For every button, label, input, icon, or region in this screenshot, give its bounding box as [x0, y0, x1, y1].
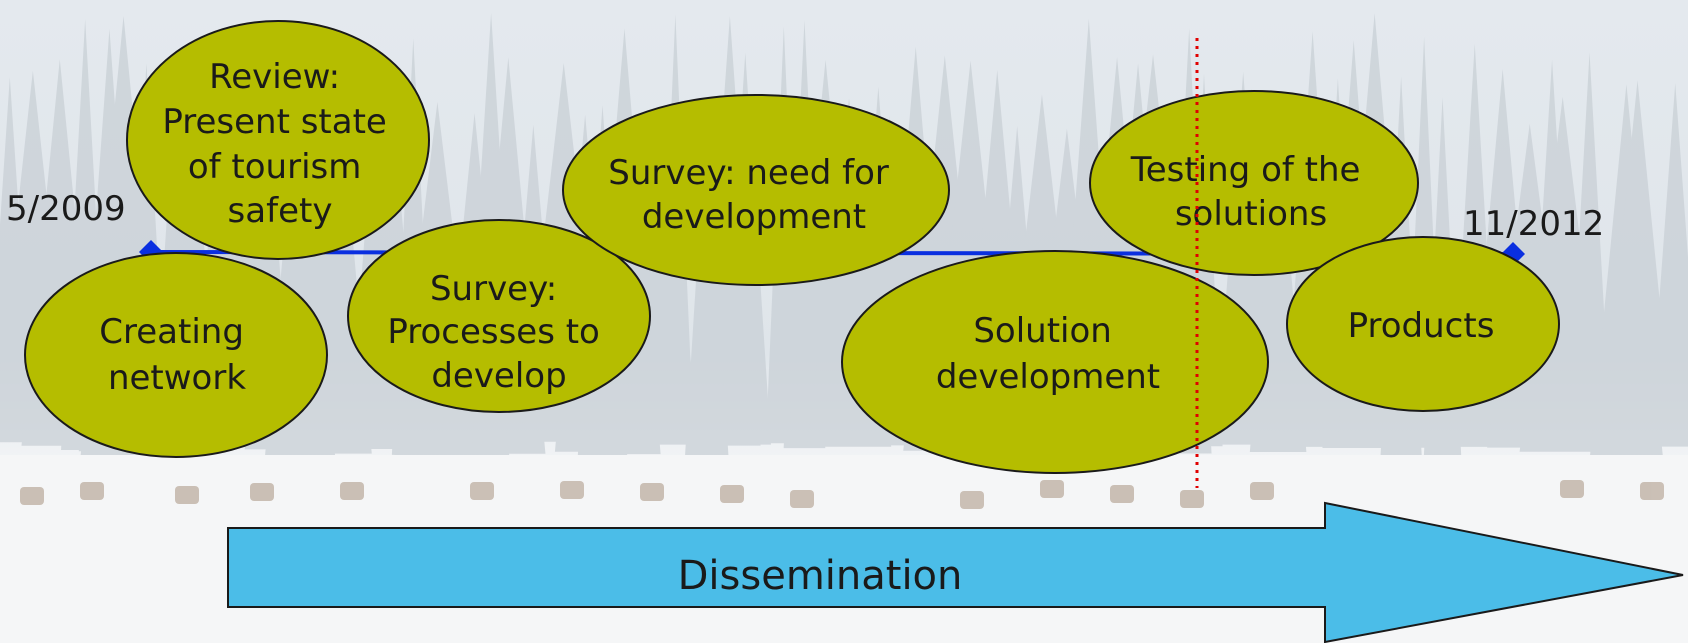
sled-dog-silhouette: [250, 483, 274, 501]
tree-silhouette: [1648, 83, 1688, 447]
sled-dog-silhouette: [1110, 485, 1134, 503]
phase-review-line-4: safety: [228, 191, 333, 231]
sled-dog-silhouette: [1250, 482, 1274, 500]
sled-dog-silhouette: [560, 481, 584, 499]
sled-dog-silhouette: [640, 483, 664, 501]
sled-dog-silhouette: [175, 486, 199, 504]
dissemination-arrow: Dissemination: [227, 501, 1684, 643]
svg-text:Review: Present state: Review: Present state of tourism safety: [162, 57, 397, 231]
sled-dog-silhouette: [80, 482, 104, 500]
phase-testing-line-1: Testing of the: [1130, 150, 1361, 190]
phase-testing: Testing of the solutions: [1089, 90, 1419, 276]
sled-dog-silhouette: [470, 482, 494, 500]
phase-survey-processes-line-1: Survey:: [430, 269, 557, 309]
phase-solution-line-2: development: [936, 357, 1160, 397]
sled-dog-silhouette: [790, 490, 814, 508]
timeline-start-label: 5/2009: [6, 189, 126, 229]
timeline-end-label: 11/2012: [1463, 204, 1604, 244]
phase-review: Review: Present state of tourism safety: [126, 20, 430, 260]
svg-text:Creating network: Creating network: [99, 312, 254, 398]
svg-text:Products: Products: [1348, 306, 1495, 346]
sled-dog-silhouette: [340, 482, 364, 500]
sled-dog-silhouette: [960, 491, 984, 509]
phase-testing-line-2: solutions: [1175, 194, 1327, 234]
sled-dog-silhouette: [1180, 490, 1204, 508]
phase-survey-processes-line-2: Processes to: [387, 312, 600, 352]
phase-solution-line-1: Solution: [973, 311, 1112, 351]
phase-survey-need-line-2: development: [642, 197, 866, 237]
phase-review-line-3: of tourism: [188, 147, 362, 187]
phase-creating-line-1: Creating: [99, 312, 244, 352]
phase-survey-need-line-1: Survey: need for: [608, 153, 889, 193]
phase-products-line-1: Products: [1348, 306, 1495, 346]
svg-text:Testing of the solutions: Testing of the solutions: [1130, 150, 1372, 234]
phase-solution-development: Solution development: [841, 250, 1269, 474]
sled-dog-silhouette: [720, 485, 744, 503]
phase-review-line-1: Review:: [209, 57, 340, 97]
phase-survey-processes: Survey: Processes to develop: [347, 219, 651, 413]
phase-creating-network: Creating network: [24, 252, 328, 458]
phase-creating-line-2: network: [108, 358, 246, 398]
phase-review-line-2: Present state: [162, 102, 387, 142]
phase-survey-processes-line-3: develop: [431, 356, 566, 396]
svg-text:Survey: need for develop: Survey: need for development: [608, 153, 899, 237]
dissemination-label: Dissemination: [678, 553, 963, 599]
sled-dog-silhouette: [1640, 482, 1664, 500]
sled-dog-silhouette: [20, 487, 44, 505]
svg-text:Solution development: Solution development: [936, 311, 1160, 397]
phase-products: Products: [1286, 236, 1560, 412]
phase-survey-need: Survey: need for development: [562, 94, 950, 286]
sled-dog-silhouette: [1040, 480, 1064, 498]
sled-dog-silhouette: [1560, 480, 1584, 498]
svg-text:Survey: Processes to: Survey: Processes to develop: [387, 269, 610, 396]
